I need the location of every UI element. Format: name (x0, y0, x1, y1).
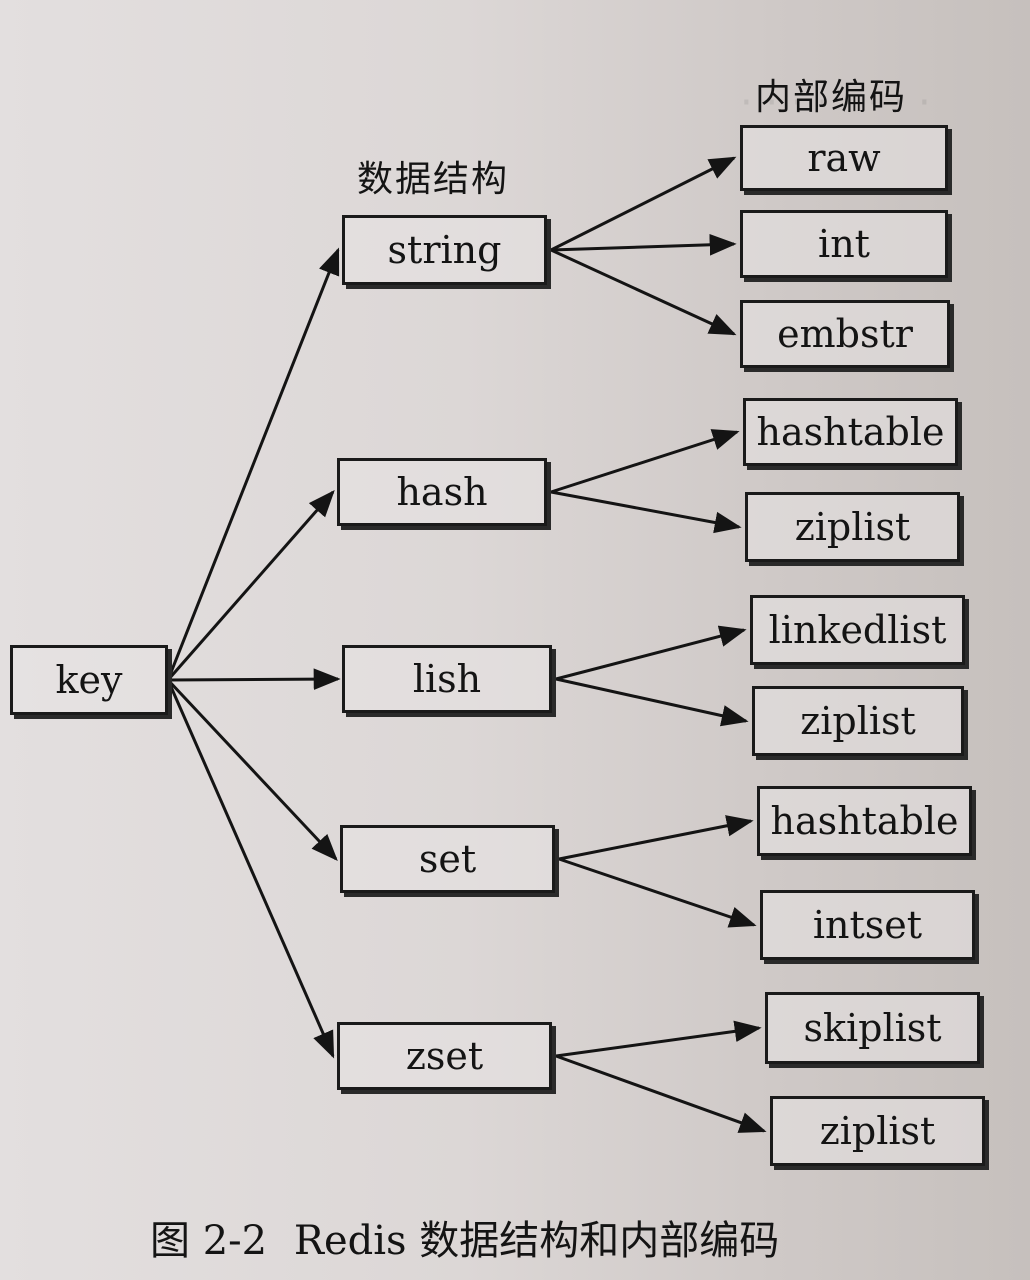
encoding-node-hash-ziplist: ziplist (745, 492, 960, 562)
encoding-label: ziplist (819, 1109, 936, 1153)
structure-node-set: set (340, 825, 555, 893)
encoding-label: hashtable (770, 799, 959, 843)
encoding-label: skiplist (803, 1006, 942, 1050)
arrow-string-to-raw (550, 156, 737, 252)
encoding-node-string-raw: raw (740, 125, 948, 191)
key-label: key (55, 658, 123, 702)
arrow-set-to-intset (558, 857, 757, 928)
arrow-lish-to-ziplist (555, 677, 749, 727)
arrow-zset-to-ziplist (555, 1054, 767, 1133)
structure-node-string: string (342, 215, 547, 285)
structure-node-hash: hash (337, 458, 547, 526)
structure-label: lish (412, 657, 482, 701)
arrow-hash-to-hashtable (550, 429, 740, 494)
encoding-node-string-embstr: embstr (740, 300, 950, 368)
arrow-key-to-set (166, 678, 338, 861)
arrow-key-to-hash (166, 489, 335, 681)
encoding-node-string-int: int (740, 210, 948, 278)
arrow-lish-to-linkedlist (555, 625, 747, 681)
arrow-zset-to-skiplist (555, 1020, 762, 1058)
arrow-key-to-lish (167, 668, 341, 690)
data-structure-header: 数据结构 (357, 159, 510, 200)
arrow-string-to-int (550, 234, 737, 256)
structure-node-zset: zset (337, 1022, 552, 1090)
figure-number: 图 2-2 (150, 1218, 268, 1264)
encoding-node-set-intset: intset (760, 890, 975, 960)
encoding-node-lish-linkedlist: linkedlist (750, 595, 965, 665)
encoding-label: int (818, 222, 870, 266)
structure-label: set (418, 837, 477, 881)
encoding-label: hashtable (756, 410, 945, 454)
structure-label: hash (396, 470, 488, 514)
structure-label: string (387, 228, 502, 272)
encoding-node-zset-ziplist: ziplist (770, 1096, 985, 1166)
arrow-set-to-hashtable (558, 815, 754, 861)
arrow-hash-to-ziplist (550, 490, 742, 534)
structure-node-lish: lish (342, 645, 552, 713)
encoding-label: ziplist (794, 505, 911, 549)
encoding-node-set-hashtable: hashtable (757, 786, 972, 856)
encoding-label: embstr (777, 312, 913, 356)
encoding-label: intset (812, 903, 923, 947)
encoding-node-lish-ziplist: ziplist (752, 686, 964, 756)
encoding-label: raw (807, 136, 881, 180)
structure-label: zset (405, 1034, 484, 1078)
figure-caption: 图 2-2 Redis 数据结构和内部编码 (150, 1208, 793, 1266)
key-node: key (10, 645, 168, 715)
encoding-label: ziplist (800, 699, 916, 743)
internal-encoding-header: 内部编码 (755, 77, 908, 118)
encoding-node-hash-hashtable: hashtable (743, 398, 958, 466)
encoding-label: linkedlist (768, 608, 947, 652)
arrow-key-to-string (166, 247, 340, 681)
arrow-key-to-zset (166, 679, 335, 1059)
figure-title: Redis 数据结构和内部编码 (293, 1218, 780, 1264)
arrow-string-to-embstr (550, 248, 737, 336)
encoding-node-zset-skiplist: skiplist (765, 992, 980, 1064)
